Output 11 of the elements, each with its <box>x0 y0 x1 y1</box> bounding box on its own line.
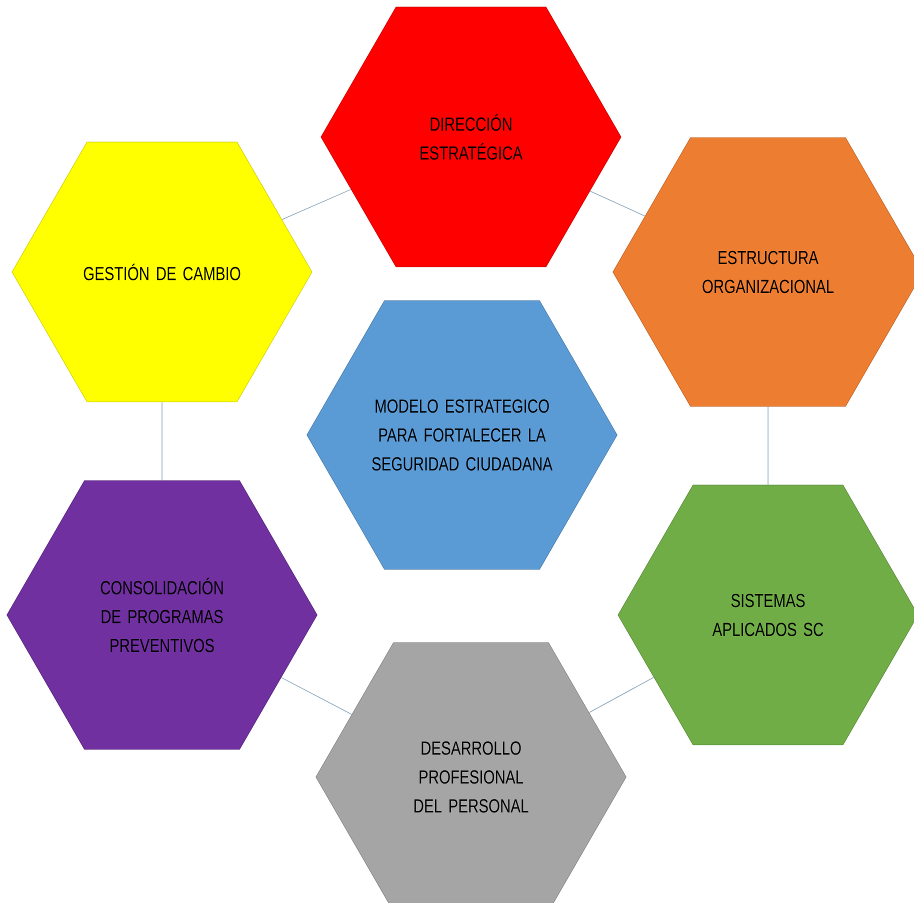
connector-line <box>588 676 654 713</box>
hexagon: CONSOLIDACIÓN DE PROGRAMAS PREVENTIVOS <box>6 480 318 750</box>
hexagon: GESTIÓN DE CAMBIO <box>12 142 312 402</box>
hexagon: MODELO ESTRATEGICO PARA FORTALECER LA SEGURIDAD CIUDADANA <box>306 300 618 570</box>
connector-line <box>590 190 646 216</box>
hexagon: ESTRUCTURA ORGANIZACIONAL <box>612 137 914 407</box>
hexagon: DESARROLLO PROFESIONAL DEL PERSONAL <box>316 642 626 903</box>
connector-line <box>280 677 352 715</box>
hexagon: SISTEMAS APLICADOS SC <box>618 484 914 746</box>
connector-line <box>282 189 352 220</box>
hexagon: DIRECCIÓN ESTRATÉGICA <box>320 6 622 268</box>
